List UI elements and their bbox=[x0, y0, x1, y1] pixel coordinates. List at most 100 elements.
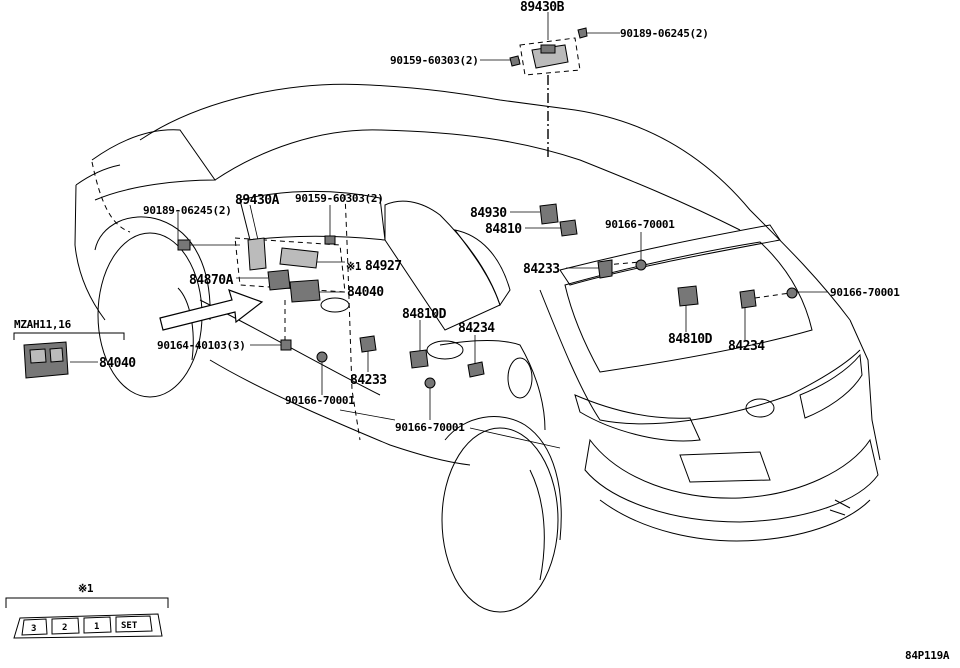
label-90166-70001-d: 90166-70001 bbox=[395, 421, 465, 434]
leader-89430A bbox=[249, 204, 259, 241]
part-84233-a bbox=[597, 259, 613, 279]
switch-bezel-outline bbox=[234, 237, 346, 293]
screw-90189-top bbox=[577, 27, 588, 39]
key-set-label: SET bbox=[121, 621, 138, 631]
rear-spoiler bbox=[559, 224, 781, 286]
rear-door-handle bbox=[426, 340, 464, 360]
screw-90159-top bbox=[509, 55, 521, 67]
label-90166-70001-c: 90166-70001 bbox=[285, 394, 355, 407]
part-84870A bbox=[267, 269, 291, 291]
part-84234-a bbox=[467, 361, 485, 378]
clip-90166-c bbox=[316, 351, 328, 363]
leader-90166-shared bbox=[339, 409, 561, 449]
clip-90166-a bbox=[635, 259, 647, 271]
label-asterisk-mark: ※1 bbox=[346, 260, 362, 273]
label-legend-title: ※1 bbox=[78, 582, 94, 595]
label-84810D-b: 84810D bbox=[668, 332, 713, 347]
roof-inner-line bbox=[214, 129, 741, 231]
parts bbox=[23, 27, 798, 389]
key-3-label: 3 bbox=[31, 624, 36, 634]
front-wheel-arch bbox=[94, 216, 211, 321]
label-90166-70001-a: 90166-70001 bbox=[605, 218, 675, 231]
legend-key-set: SET bbox=[115, 615, 153, 633]
rear-corner-line bbox=[849, 319, 881, 461]
part-84810D-b bbox=[677, 285, 699, 307]
clip-90166-d bbox=[424, 377, 436, 389]
label-84040-variant: 84040 bbox=[99, 356, 136, 371]
key-2-shape bbox=[51, 617, 80, 635]
part-89430A bbox=[247, 237, 267, 271]
fuel-lid bbox=[507, 357, 533, 399]
part-labels: 89430B 90189-06245(2) 90159-60303(2) 901… bbox=[14, 0, 950, 662]
label-90166-70001-b: 90166-70001 bbox=[830, 286, 900, 299]
front-door-handle bbox=[320, 297, 350, 313]
legend-key-strip bbox=[13, 613, 163, 639]
hatch-outline bbox=[539, 289, 861, 425]
screw-90159-mid bbox=[324, 235, 336, 245]
variant-bracket bbox=[13, 332, 125, 340]
screw-90189-left bbox=[177, 239, 191, 251]
legend-key-2: 2 bbox=[51, 617, 80, 635]
clip-guide-a bbox=[604, 261, 641, 266]
direction-arrow bbox=[159, 289, 264, 331]
label-diagram-code: 84P119A bbox=[905, 649, 950, 662]
label-90159-60303-mid: 90159-60303(2) bbox=[295, 192, 384, 205]
label-84870A: 84870A bbox=[189, 273, 234, 288]
exhaust bbox=[829, 499, 851, 516]
key-2-label: 2 bbox=[62, 623, 67, 633]
key-3-shape bbox=[21, 618, 48, 636]
label-variant: MZAH11,16 bbox=[14, 318, 72, 331]
label-84930: 84930 bbox=[470, 206, 507, 221]
tail-lamp-left bbox=[574, 394, 701, 442]
part-84810D-a bbox=[409, 349, 429, 369]
vehicle-outline bbox=[74, 83, 881, 613]
front-door-edge bbox=[344, 194, 361, 441]
rear-bumper-lower bbox=[599, 499, 871, 542]
variant-switch-buttons bbox=[29, 347, 64, 364]
hood-line bbox=[91, 129, 216, 201]
rear-glass bbox=[564, 241, 813, 373]
callout-lines bbox=[13, 12, 828, 449]
rear-bumper bbox=[584, 438, 879, 523]
rear-tire-side bbox=[529, 469, 545, 581]
rear-wheel bbox=[441, 427, 559, 613]
legend: 3 2 1 SET bbox=[5, 597, 169, 639]
part-84234-b bbox=[739, 289, 757, 309]
label-90159-60303-top: 90159-60303(2) bbox=[390, 54, 479, 67]
label-84234-b: 84234 bbox=[728, 339, 765, 354]
clip-guide-b bbox=[754, 292, 791, 299]
part-84233-b bbox=[359, 335, 377, 353]
label-84234-a: 84234 bbox=[458, 321, 495, 336]
label-84810D-a: 84810D bbox=[402, 307, 447, 322]
label-84810: 84810 bbox=[485, 222, 522, 237]
key-set-shape bbox=[115, 615, 153, 633]
rocker-line bbox=[209, 359, 471, 466]
license-plate-area bbox=[679, 451, 771, 483]
legend-bracket bbox=[5, 597, 169, 608]
rear-wheel-arch bbox=[444, 416, 562, 541]
key-1-shape bbox=[83, 616, 112, 634]
front-fender bbox=[74, 164, 121, 321]
clip-90166-b bbox=[786, 287, 798, 299]
part-89430B-clip bbox=[540, 44, 556, 54]
label-89430A: 89430A bbox=[235, 193, 280, 208]
screw-90164 bbox=[280, 339, 292, 351]
part-84927 bbox=[279, 247, 319, 269]
label-89430B: 89430B bbox=[520, 0, 565, 15]
legend-key-1: 1 bbox=[83, 616, 112, 634]
front-door-window bbox=[239, 190, 386, 241]
label-84233-a: 84233 bbox=[523, 262, 560, 277]
part-84810 bbox=[559, 219, 578, 237]
label-84927: 84927 bbox=[365, 259, 402, 274]
key-1-label: 1 bbox=[94, 622, 99, 632]
label-90164-40103: 90164-40103(3) bbox=[157, 339, 246, 352]
label-90189-06245-left: 90189-06245(2) bbox=[143, 204, 232, 217]
quarter-window bbox=[453, 229, 511, 307]
label-84040-main: 84040 bbox=[347, 285, 384, 300]
part-84040 bbox=[289, 279, 321, 303]
legend-key-3: 3 bbox=[21, 618, 48, 636]
label-90189-06245-top: 90189-06245(2) bbox=[620, 27, 709, 40]
89430B-bracket-outline bbox=[519, 37, 581, 76]
